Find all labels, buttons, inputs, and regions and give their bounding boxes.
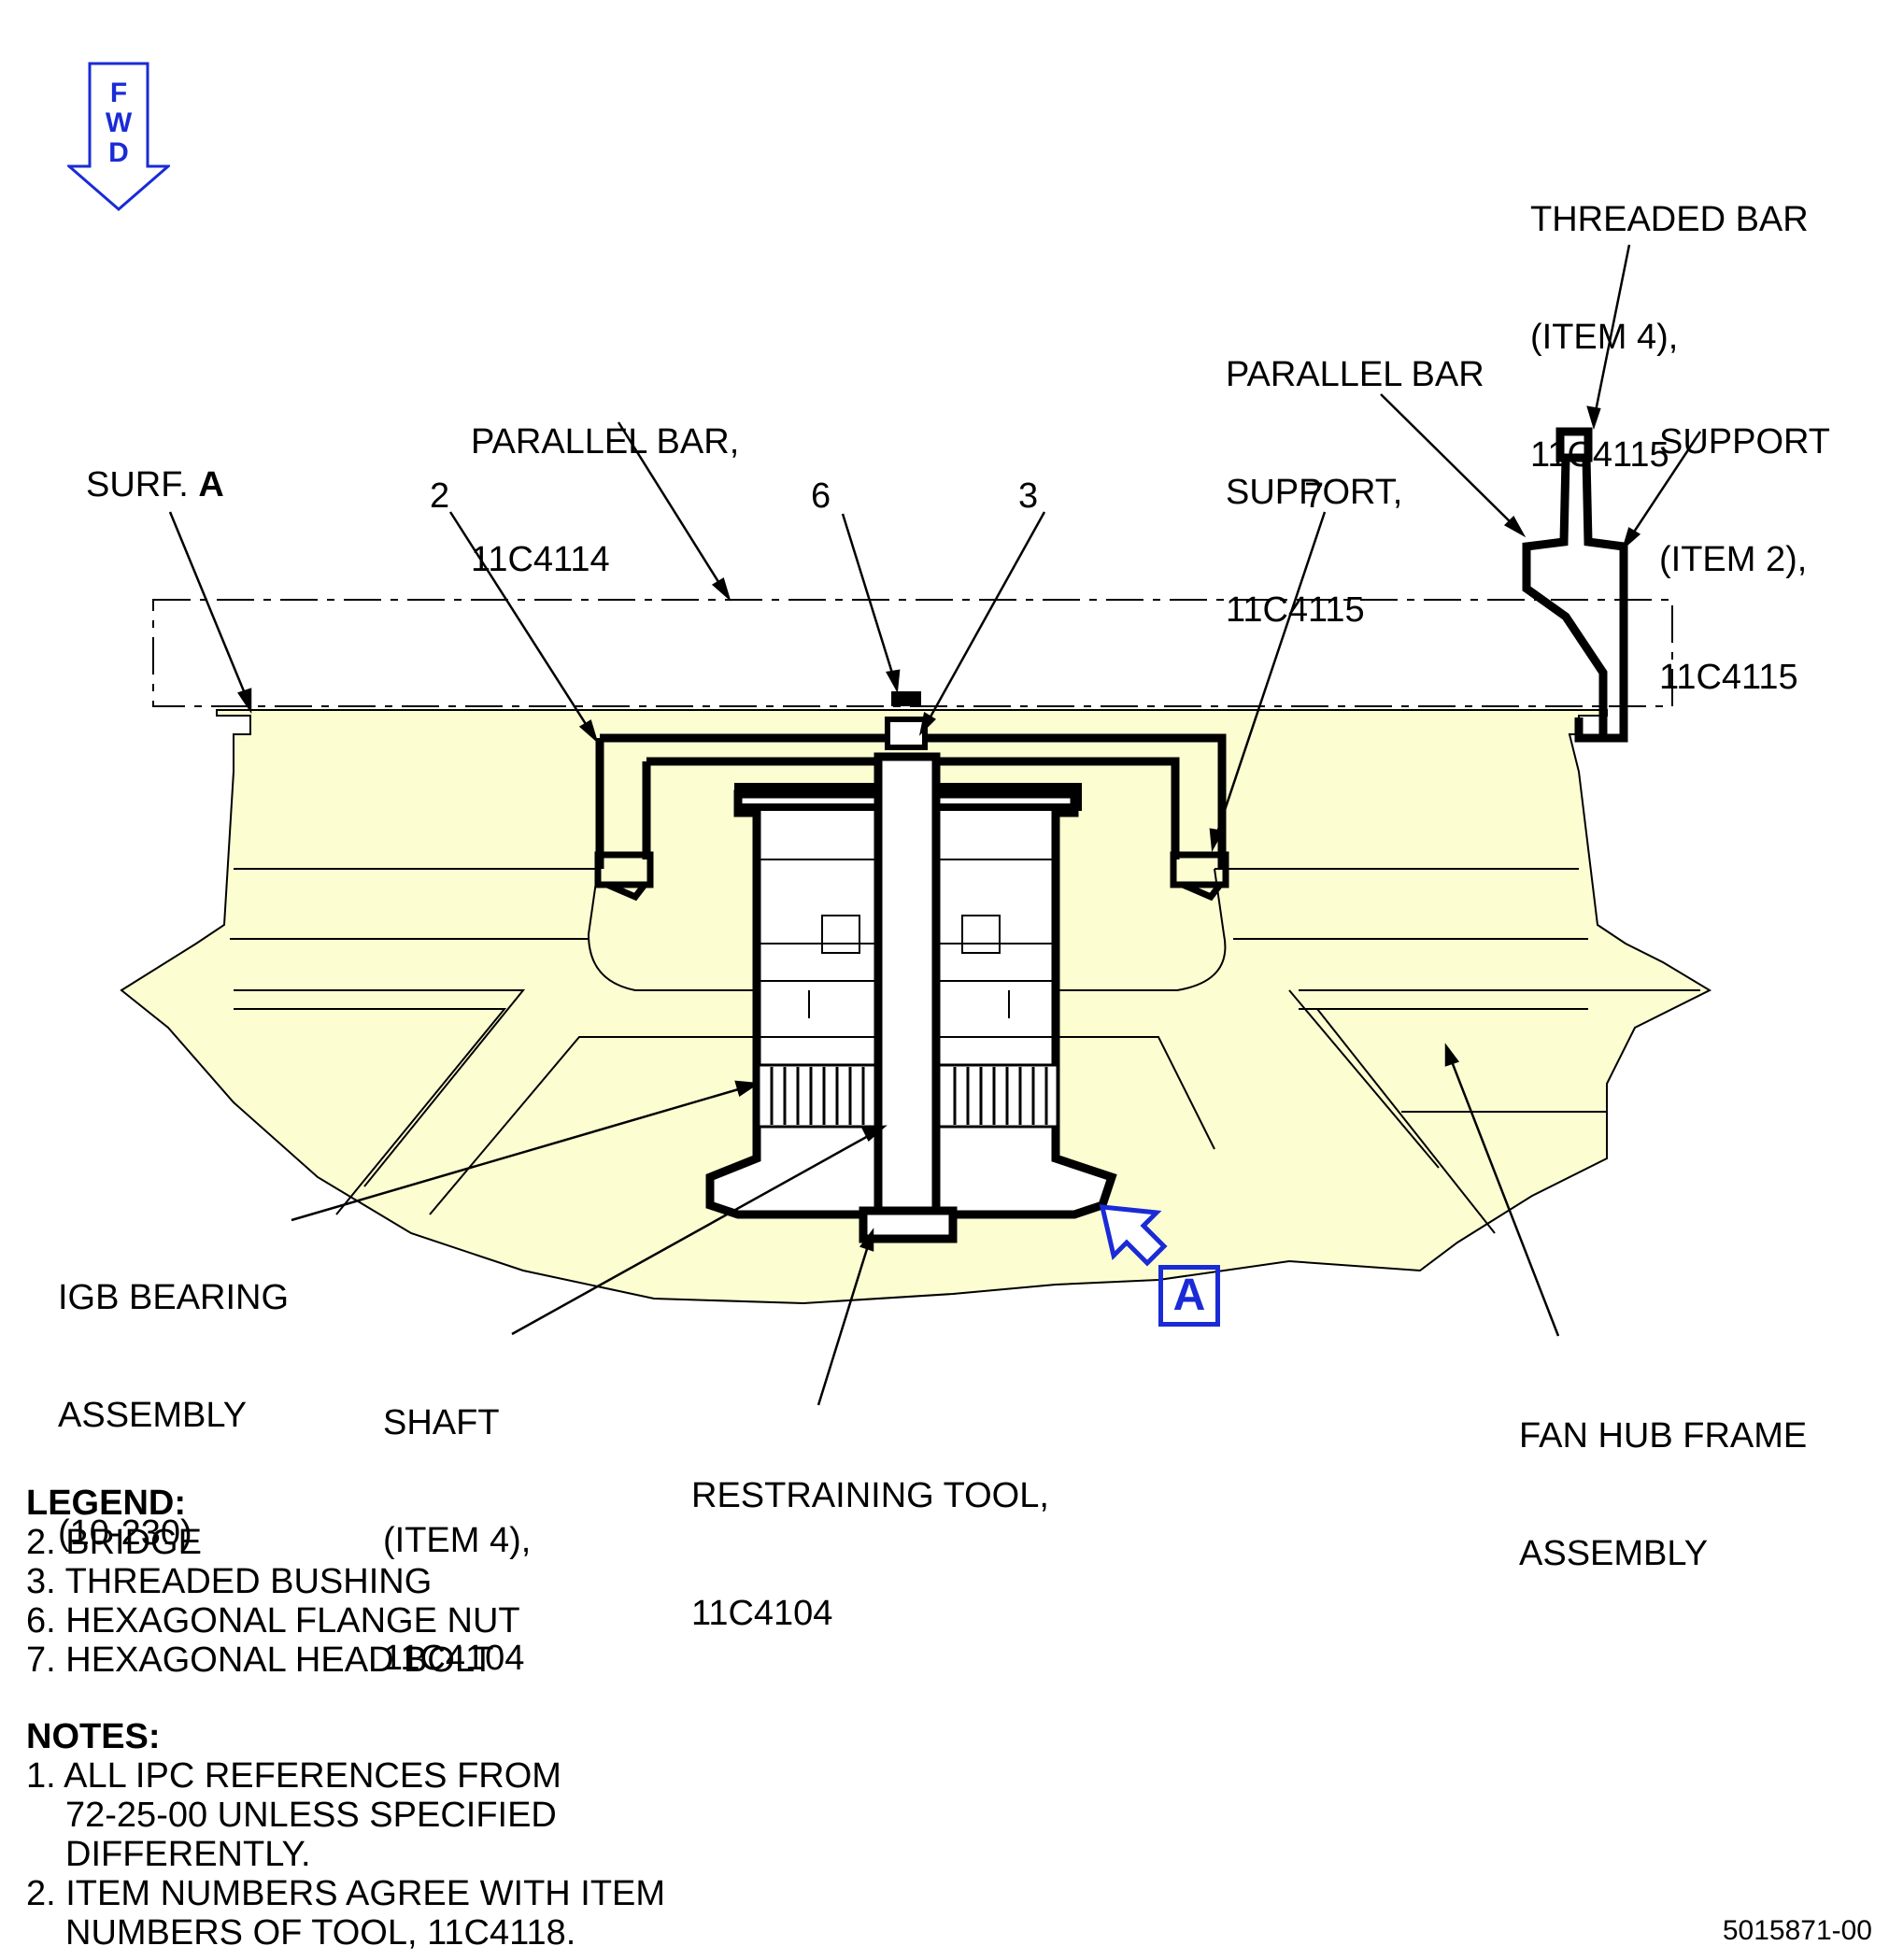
label-surf-a: SURF. A <box>86 465 224 504</box>
label-shaft-line3: 11C4104 <box>383 1639 525 1678</box>
label-parallel-bar-support: PARALLEL BAR SUPPORT, 11C4115 <box>1226 277 1484 669</box>
label-surf-a-prefix: SURF. <box>86 465 199 504</box>
label-support-line3: 11C4115 <box>1659 658 1798 697</box>
note-item-continued: NUMBERS OF TOOL, 11C4118. <box>65 1913 576 1953</box>
fwd-letter-f: F <box>109 78 128 108</box>
label-parallel-bar-support-line1: PARALLEL BAR <box>1226 355 1484 394</box>
legend-title: LEGEND: <box>26 1484 186 1523</box>
item-number-3: 3 <box>1018 476 1039 516</box>
note-item-continued: 72-25-00 UNLESS SPECIFIED <box>65 1796 557 1835</box>
label-igb-bearing: IGB BEARING ASSEMBLY (10-230) <box>58 1200 289 1592</box>
note-item: 1. ALL IPC REFERENCES FROM <box>26 1756 561 1796</box>
label-restraining-tool: RESTRAINING TOOL, 11C4104 <box>691 1398 1049 1672</box>
label-shaft: SHAFT (ITEM 4), 11C4104 <box>383 1325 531 1717</box>
shaft-shape <box>859 691 958 1243</box>
fwd-letter-d: D <box>108 137 129 168</box>
label-shaft-line2: (ITEM 4), <box>383 1521 532 1560</box>
leader-lines <box>168 244 1702 1406</box>
label-threaded-bar: THREADED BAR (ITEM 4), 11C4115 <box>1530 121 1809 514</box>
legend-item: 2. BRIDGE <box>26 1523 202 1562</box>
label-threaded-bar-line3: 11C4115 <box>1530 435 1669 475</box>
label-support-line1: SUPPORT <box>1659 422 1831 462</box>
label-surf-a-letter: A <box>198 465 224 504</box>
view-a-marker: A <box>1158 1265 1220 1327</box>
label-shaft-line1: SHAFT <box>383 1403 500 1442</box>
forward-arrow-icon <box>67 62 170 211</box>
label-fan-hub-frame: FAN HUB FRAME ASSEMBLY <box>1519 1338 1807 1612</box>
bridge-shape <box>595 733 1227 869</box>
label-support: SUPPORT (ITEM 2), 11C4115 <box>1659 344 1830 736</box>
label-parallel-bar: PARALLEL BAR, 11C4114 <box>471 344 739 618</box>
fwd-letter-w: W <box>105 107 133 138</box>
view-a-arrow <box>1099 1204 1168 1267</box>
item-number-6: 6 <box>811 476 831 516</box>
label-parallel-bar-support-line3: 11C4115 <box>1226 590 1365 630</box>
document-number: 5015871-00 <box>1722 1915 1872 1946</box>
label-fan-hub-frame-line1: FAN HUB FRAME <box>1519 1416 1808 1456</box>
legend: LEGEND: 2. BRIDGE 3. THREADED BUSHING 6.… <box>26 1484 520 1680</box>
label-restraining-tool-line2: 11C4104 <box>691 1594 833 1633</box>
legend-item: 6. HEXAGONAL FLANGE NUT <box>26 1601 520 1640</box>
label-threaded-bar-line2: (ITEM 4), <box>1530 318 1679 357</box>
label-igb-bearing-line1: IGB BEARING <box>58 1278 290 1317</box>
label-igb-bearing-line2: ASSEMBLY <box>58 1396 248 1435</box>
label-fan-hub-frame-line2: ASSEMBLY <box>1519 1534 1709 1573</box>
note-item-continued: DIFFERENTLY. <box>65 1835 311 1874</box>
label-support-line2: (ITEM 2), <box>1659 540 1808 579</box>
notes-title: NOTES: <box>26 1717 161 1756</box>
bolt-shapes <box>594 851 1229 902</box>
notes: NOTES: 1. ALL IPC REFERENCES FROM 72-25-… <box>26 1717 665 1953</box>
label-parallel-bar-line2: 11C4114 <box>471 540 610 579</box>
label-igb-bearing-line3: (10-230) <box>58 1513 192 1553</box>
label-parallel-bar-line1: PARALLEL BAR, <box>471 422 740 462</box>
label-restraining-tool-line1: RESTRAINING TOOL, <box>691 1476 1049 1515</box>
legend-item: 3. THREADED BUSHING <box>26 1562 433 1601</box>
note-item: 2. ITEM NUMBERS AGREE WITH ITEM <box>26 1874 666 1913</box>
item-number-2: 2 <box>430 476 450 516</box>
label-threaded-bar-line1: THREADED BAR <box>1530 200 1809 239</box>
fwd-label: F W D <box>105 78 133 168</box>
item-number-7: 7 <box>1304 476 1325 516</box>
label-parallel-bar-support-line2: SUPPORT, <box>1226 473 1403 512</box>
legend-item: 7. HEXAGONAL HEAD BOLT <box>26 1640 494 1680</box>
